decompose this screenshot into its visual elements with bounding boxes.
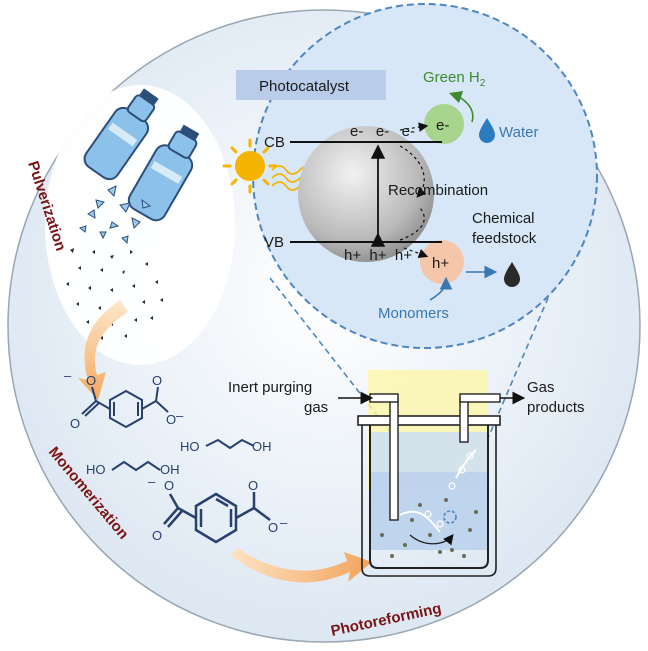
inlet-label-line2: gas (304, 399, 328, 416)
oh-label: OH (160, 462, 180, 477)
terephthalate-molecule-large (163, 492, 271, 544)
chemical-label: Chemical (472, 210, 535, 227)
o-label: O (268, 520, 278, 535)
photocatalyst-label: Photocatalyst (259, 78, 350, 95)
oxidation-cocatalyst (420, 240, 464, 284)
o-label: O (152, 528, 162, 543)
recombination-label: Recombination (388, 182, 488, 199)
reduction-cocatalyst (424, 104, 464, 144)
recombination-arrow (399, 145, 427, 198)
o-label: O (86, 373, 96, 388)
green-h2-label: Green H2 (423, 69, 486, 89)
feedstock-label: feedstock (472, 230, 537, 247)
arrow-to-monomerization (78, 300, 128, 400)
ethylene-glycol-molecule (111, 460, 161, 472)
o-label: O (248, 478, 258, 493)
monomers-label: Monomers (378, 305, 449, 322)
photocatalyst-label-box (236, 70, 386, 100)
electron-transfer-arrow (399, 122, 429, 132)
minus-label: – (280, 515, 288, 530)
o-label: O (70, 416, 80, 431)
outlet-label-line2: products (527, 399, 585, 416)
sun-icon (222, 138, 278, 194)
photoreactor (357, 370, 501, 577)
plastic-fragments (78, 185, 152, 245)
holes-label: h+ h+ h+ (344, 247, 412, 264)
oh-label: OH (252, 439, 272, 454)
minus-label: – (64, 368, 72, 383)
minus-label: – (148, 474, 156, 489)
electron-transfer-label: e- (436, 117, 449, 134)
recombination-arrow (399, 207, 425, 241)
h2-evolution-arrow (448, 90, 474, 123)
outlet-label-line1: Gas (527, 379, 555, 396)
o-label: O (166, 412, 176, 427)
ho-label: HO (180, 439, 200, 454)
cb-label: CB (264, 134, 285, 151)
hole-transfer-arrow (403, 247, 429, 259)
vb-label: VB (264, 234, 284, 251)
inlet-label-line1: Inert purging (228, 379, 312, 396)
o-label: O (164, 478, 174, 493)
terephthalate-molecule-small (81, 386, 169, 429)
water-drop-icon (479, 118, 495, 143)
minus-label: – (176, 408, 184, 423)
monomers-arrow (429, 276, 453, 301)
oil-drop-icon (504, 262, 520, 287)
o-label: O (152, 373, 162, 388)
ho-label: HO (86, 462, 106, 477)
arrow-to-photoreforming (230, 548, 372, 583)
photocatalyst-sphere (298, 126, 434, 262)
hole-transfer-label: h+ (432, 255, 449, 272)
water-label: Water (499, 124, 538, 141)
ethylene-glycol-molecule (205, 438, 255, 450)
electrons-label: e- e- e- (350, 123, 415, 140)
